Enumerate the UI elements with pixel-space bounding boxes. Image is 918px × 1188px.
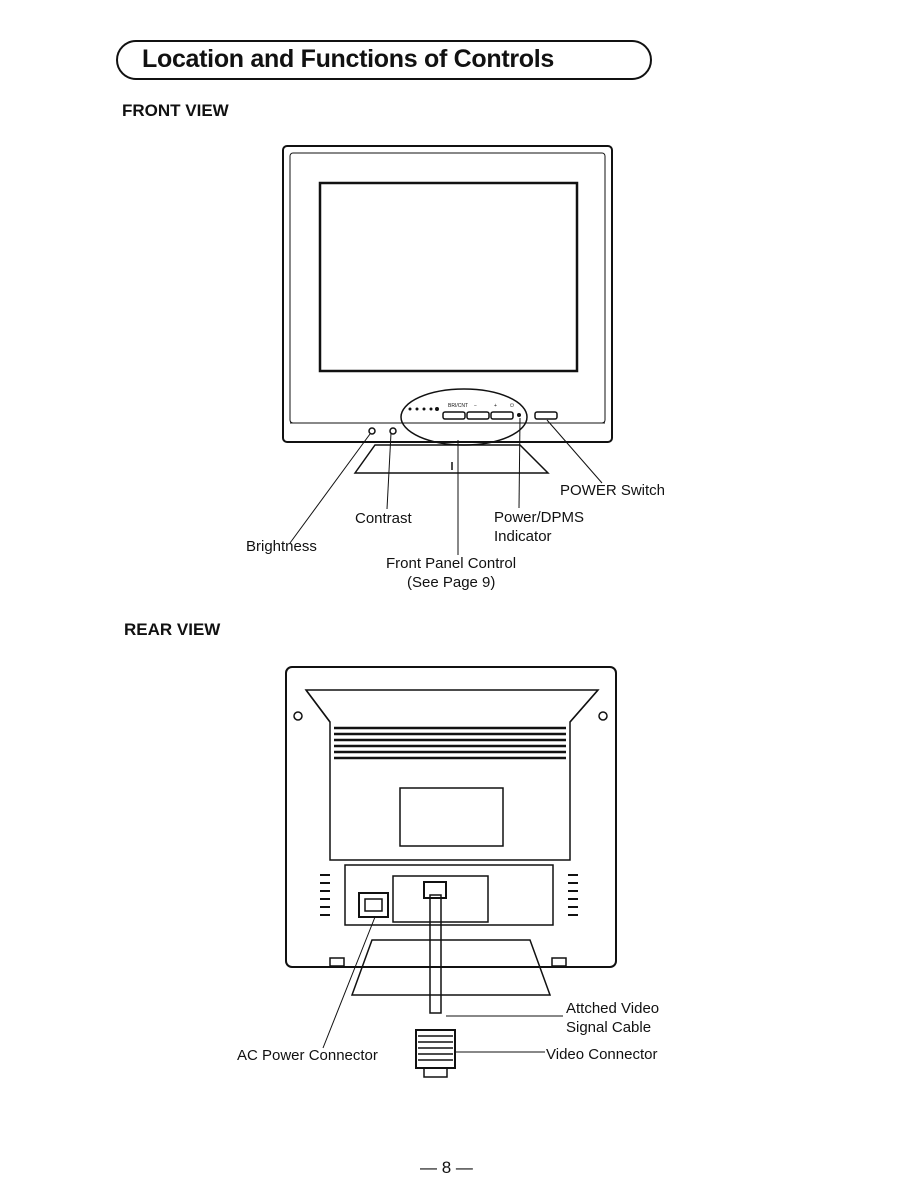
screw-left — [293, 711, 303, 721]
panel-button-1 — [442, 411, 466, 420]
power-dpms-label-line2: Indicator — [494, 528, 552, 545]
ac-inlet — [358, 892, 389, 918]
front-view-heading: FRONT VIEW — [122, 101, 229, 120]
video-cable-label-line2: Signal Cable — [566, 1019, 652, 1036]
contrast-knob — [389, 427, 397, 435]
screw-right — [598, 711, 608, 721]
leader-power-dpms — [518, 417, 521, 509]
power-switch-label: POWER Switch — [560, 482, 666, 499]
front-panel-label-line2: (See Page 9) — [407, 574, 496, 591]
panel-mark-2: − — [474, 403, 477, 409]
power-dpms-label-line1: Power/DPMS — [494, 509, 585, 526]
panel-mark-4: ⏻ — [510, 403, 514, 409]
video-signal-cable — [429, 894, 442, 1014]
rear-stand — [350, 939, 552, 996]
rear-housing — [304, 689, 600, 861]
video-connector-label: Video Connector — [546, 1046, 658, 1063]
monitor-bezel — [282, 145, 613, 443]
panel-mark-1: BRI/CNT — [448, 403, 468, 409]
video-port — [423, 881, 447, 899]
leader-brightness — [289, 433, 371, 544]
rear-cabinet — [285, 666, 617, 968]
monitor-screen — [318, 181, 579, 373]
panel-button-3 — [490, 411, 514, 420]
panel-button-2 — [466, 411, 490, 420]
power-switch-button — [534, 411, 558, 420]
power-dpms-led — [517, 413, 521, 417]
brightness-knob — [368, 427, 376, 435]
page-number: — 8 — — [420, 1158, 473, 1177]
connector-panel — [344, 864, 554, 926]
rear-label-plate — [399, 787, 504, 847]
leader-contrast — [386, 432, 392, 510]
title-frame — [116, 40, 652, 80]
front-panel-label-line1: Front Panel Control — [386, 555, 517, 572]
leader-power-switch — [546, 419, 603, 484]
panel-mark-3: + — [494, 403, 497, 409]
rear-view-heading: REAR VIEW — [124, 620, 221, 639]
leader-ac-power — [322, 916, 376, 1049]
brightness-label: Brightness — [246, 538, 317, 555]
ac-power-connector-label: AC Power Connector — [237, 1047, 378, 1064]
page-title: Location and Functions of Controls — [142, 45, 554, 73]
contrast-label: Contrast — [355, 510, 412, 527]
video-cable-label-line1: Attched Video — [566, 1000, 660, 1017]
